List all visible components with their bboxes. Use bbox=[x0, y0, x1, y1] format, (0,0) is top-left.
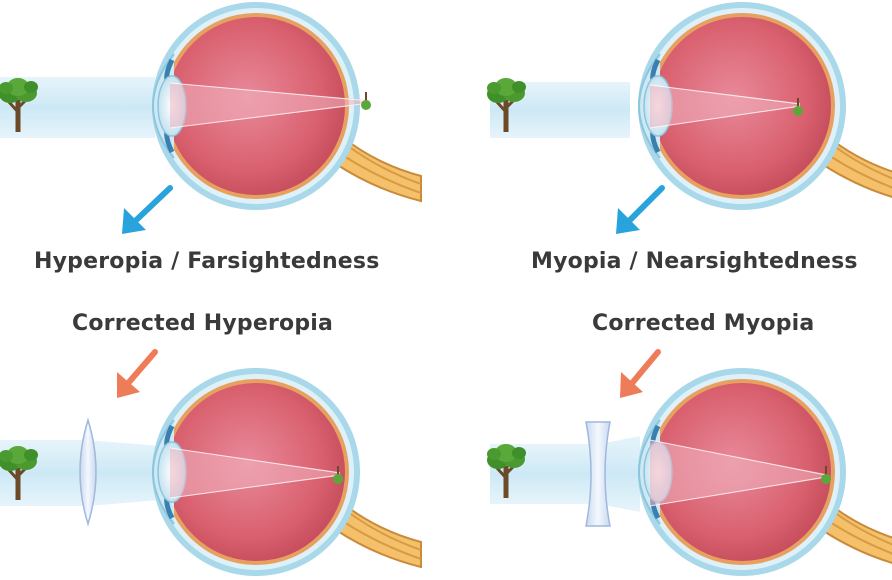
myopia-label: Myopia / Nearsightedness bbox=[531, 249, 858, 274]
myopia-panel bbox=[485, 2, 892, 234]
corrected-myopia-panel bbox=[485, 349, 892, 576]
arrow-icon bbox=[122, 185, 173, 234]
hyperopia-label: Hyperopia / Farsightedness bbox=[34, 249, 380, 274]
arrow-icon bbox=[620, 349, 661, 398]
convex-lens-icon bbox=[79, 419, 97, 525]
arrow-icon bbox=[117, 349, 158, 398]
arrow-icon bbox=[616, 185, 665, 234]
corrected-myopia-label: Corrected Myopia bbox=[592, 311, 815, 336]
corrected-hyperopia-label: Corrected Hyperopia bbox=[72, 311, 334, 336]
hyperopia-panel bbox=[0, 2, 421, 234]
corrected-hyperopia-panel bbox=[0, 349, 421, 576]
